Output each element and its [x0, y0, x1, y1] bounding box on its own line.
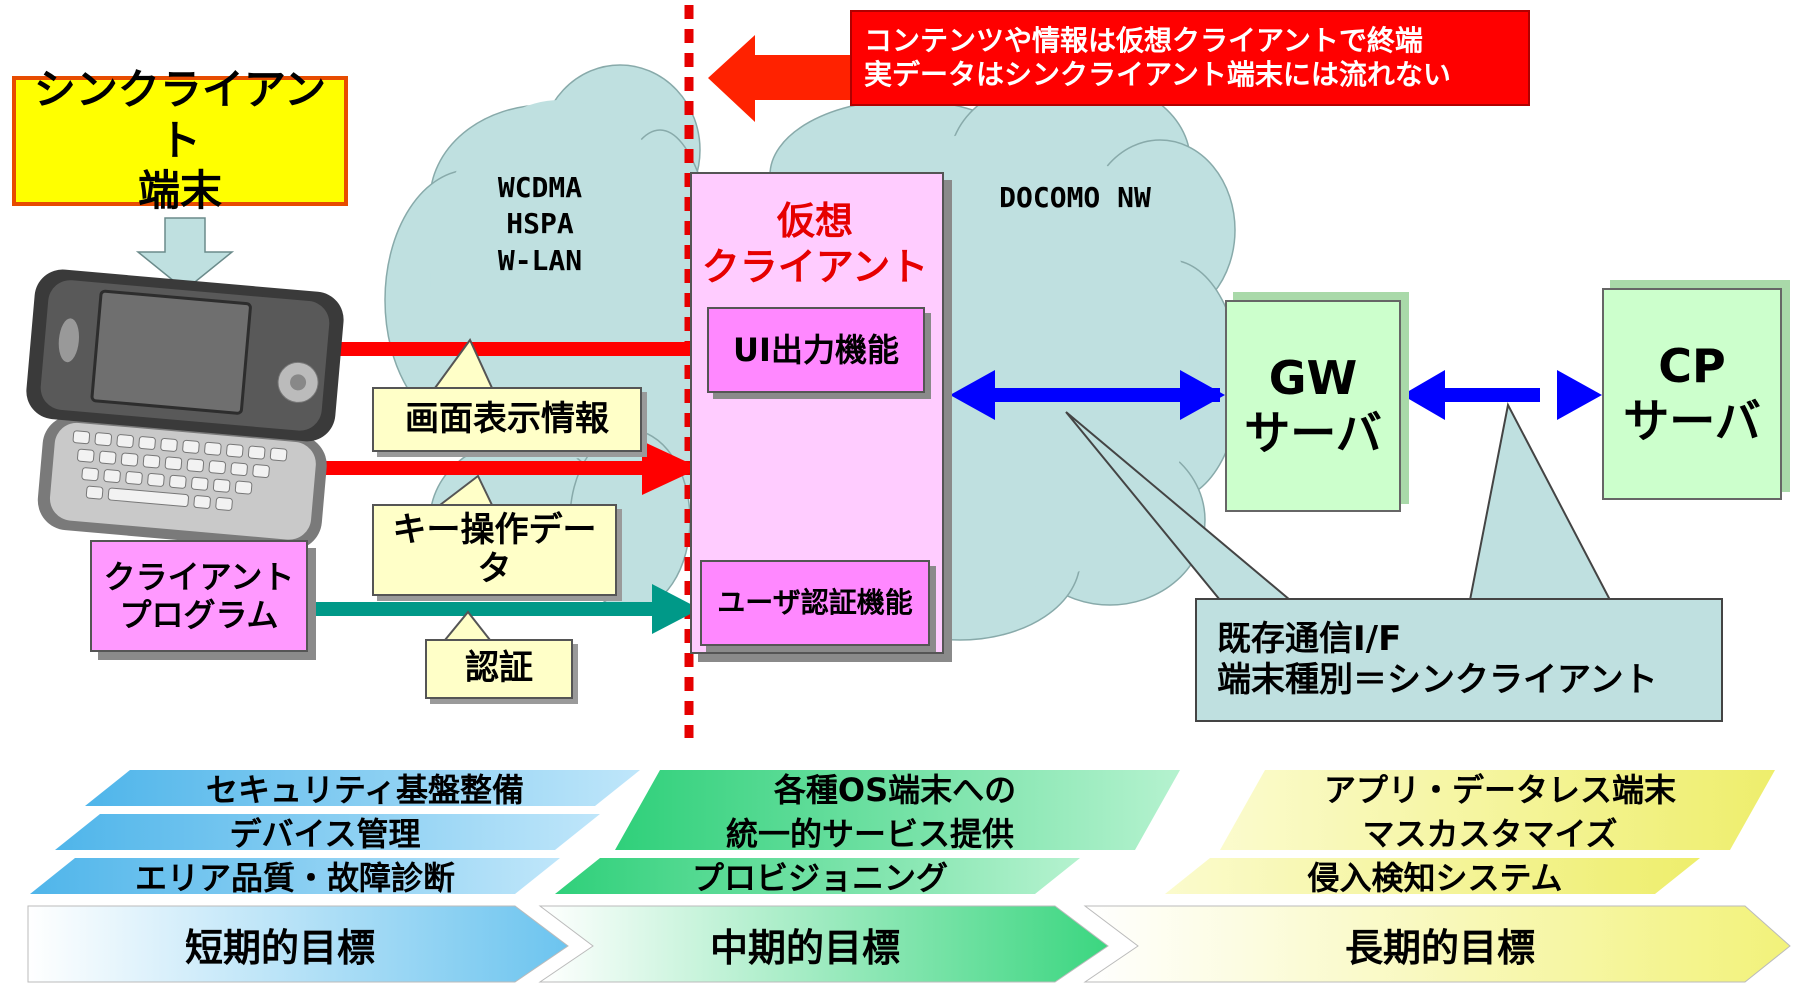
- short-goal-chevron: [27, 905, 569, 983]
- auth-tail: [442, 610, 493, 641]
- short-band-1: [85, 770, 640, 806]
- long-goal-chevron: [1083, 905, 1791, 983]
- auth-callout: 認証: [425, 639, 573, 699]
- short-item-3: エリア品質・故障診断: [134, 859, 455, 897]
- long-item-3: 侵入検知システム: [1307, 859, 1563, 897]
- docomo-cloud-label: DOCOMO NW: [999, 181, 1151, 214]
- notice-line1: コンテンツや情報は仮想クライアントで終端: [864, 24, 1423, 58]
- short-band-2: [55, 814, 600, 850]
- gw-cp-arrow: [1402, 370, 1602, 420]
- virtual-client-title-line1: 仮想: [776, 199, 853, 244]
- virtual-client-title-line2: クライアント: [701, 245, 929, 289]
- wireless-hspa: HSPA: [506, 207, 574, 241]
- long-band-1: [1220, 770, 1775, 850]
- long-item-1: アプリ・データレス端末: [1323, 771, 1676, 809]
- virtual-client-title: 仮想 クライアント: [690, 195, 940, 295]
- cp-server-line1: CP: [1658, 338, 1726, 393]
- mid-band-1: [615, 770, 1180, 850]
- gw-server: GW サーバ: [1225, 300, 1401, 512]
- auth-arrow: [316, 584, 700, 634]
- phone-illustration: [26, 269, 344, 550]
- wireless-wlan: W-LAN: [497, 243, 583, 277]
- ui-output-function: UI出力機能: [707, 307, 925, 393]
- client-program-line1: クライアント: [103, 557, 295, 596]
- gw-server-line1: GW: [1268, 350, 1358, 405]
- notice-arrow: [708, 35, 850, 122]
- wireless-wcdma: WCDMA: [497, 171, 583, 204]
- thin-client-line1: シンクライアント: [33, 65, 327, 165]
- notice-box: コンテンツや情報は仮想クライアントで終端 実データはシンクライアント端末には流れ…: [850, 10, 1530, 106]
- vc-gw-arrow: [950, 370, 1225, 420]
- short-band-3: [30, 858, 560, 894]
- thin-client-label: シンクライアント 端末: [12, 65, 348, 215]
- cp-server: CP サーバ: [1602, 288, 1782, 500]
- interface-note-line2: 端末種別＝シンクライアント: [1217, 660, 1658, 700]
- key-data-callout: キー操作データ: [372, 504, 617, 596]
- interface-note: 既存通信I/F 端末種別＝シンクライアント: [1195, 598, 1723, 722]
- client-program-box: クライアント プログラム: [90, 540, 308, 652]
- mid-item-3: プロビジョニング: [691, 859, 948, 897]
- interface-tail-2: [1468, 402, 1612, 601]
- mid-goal-chevron: [538, 905, 1109, 983]
- mid-item-1: 各種OS端末への: [773, 771, 1017, 809]
- long-item-2: マスカスタマイズ: [1362, 815, 1618, 853]
- mid-item-2: 統一的サービス提供: [725, 815, 1014, 853]
- user-auth-function: ユーザ認証機能: [700, 560, 930, 646]
- screen-info-callout: 画面表示情報: [372, 387, 642, 452]
- key-data-arrow: [230, 441, 700, 495]
- short-item-2: デバイス管理: [229, 815, 421, 853]
- interface-note-line1: 既存通信I/F: [1217, 619, 1402, 660]
- thin-client-line2: 端末: [137, 166, 222, 216]
- down-arrow: [135, 217, 235, 291]
- gw-server-line2: サーバ: [1244, 406, 1382, 460]
- mid-goal-label: 中期的目標: [709, 925, 900, 970]
- roadmap-bands: [27, 770, 1791, 983]
- notice-line2: 実データはシンクライアント端末には流れない: [864, 58, 1451, 91]
- wireless-cloud-label: WCDMA HSPA W-LAN: [455, 170, 625, 279]
- mid-band-2: [555, 858, 1080, 894]
- short-goal-label: 短期的目標: [184, 925, 375, 970]
- client-program-line2: プログラム: [119, 596, 279, 634]
- long-band-2: [1165, 858, 1700, 894]
- cp-server-line2: サーバ: [1623, 394, 1761, 448]
- long-goal-label: 長期的目標: [1344, 925, 1535, 970]
- short-item-1: セキュリティ基盤整備: [205, 771, 525, 809]
